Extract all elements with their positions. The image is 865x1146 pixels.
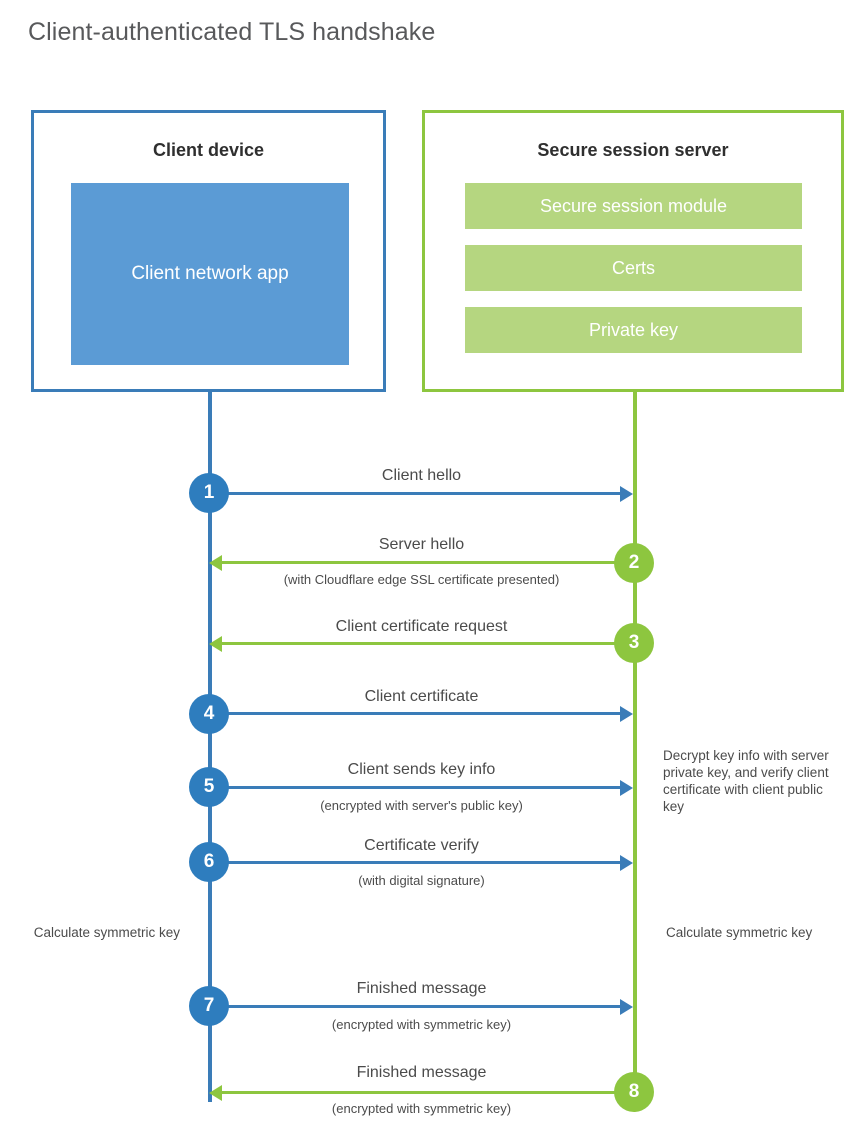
message-6-sublabel: (with digital signature) <box>358 873 485 888</box>
secure-session-server-title: Secure session server <box>537 140 729 160</box>
message-8-sublabel: (encrypted with symmetric key) <box>331 1101 512 1116</box>
message-8-arrowhead-icon <box>209 1085 222 1101</box>
step-badge-1: 1 <box>189 473 229 513</box>
message-4-arrowhead-icon <box>620 706 633 722</box>
client-device-box: Client device Client network app <box>31 110 386 392</box>
message-6-arrowhead-icon <box>620 855 633 871</box>
server-module-certs: Certs <box>465 245 802 291</box>
message-8-line <box>222 1091 633 1094</box>
message-3-label: Client certificate request <box>335 618 508 635</box>
server-lifeline <box>633 392 637 1094</box>
message-2-label: Server hello <box>378 536 465 553</box>
step-badge-7: 7 <box>189 986 229 1026</box>
server-module-private-key: Private key <box>465 307 802 353</box>
page-title: Client-authenticated TLS handshake <box>28 18 436 46</box>
message-4-line <box>210 712 622 715</box>
message-7-sublabel: (encrypted with symmetric key) <box>331 1017 512 1032</box>
message-6-label: Certificate verify <box>364 837 479 854</box>
message-5-sublabel: (encrypted with server's public key) <box>320 798 523 813</box>
step-badge-8: 8 <box>614 1072 654 1112</box>
message-7-line <box>210 1005 622 1008</box>
step-badge-4: 4 <box>189 694 229 734</box>
message-7-label: Finished message <box>356 980 487 997</box>
step-badge-5: 5 <box>189 767 229 807</box>
message-5-arrowhead-icon <box>620 780 633 796</box>
message-8-label: Finished message <box>356 1064 487 1081</box>
step-badge-6: 6 <box>189 842 229 882</box>
server-module-secure-session-module: Secure session module <box>465 183 802 229</box>
client-network-app-block: Client network app <box>71 183 349 365</box>
message-3-arrowhead-icon <box>209 636 222 652</box>
message-2-line <box>222 561 633 564</box>
message-5-line <box>210 786 622 789</box>
message-1-arrowhead-icon <box>620 486 633 502</box>
message-4-label: Client certificate <box>364 688 479 705</box>
message-1-line <box>210 492 622 495</box>
message-1-label: Client hello <box>381 467 462 484</box>
message-3-line <box>222 642 633 645</box>
client-device-title: Client device <box>152 140 265 160</box>
message-2-sublabel: (with Cloudflare edge SSL certificate pr… <box>283 572 560 587</box>
note-client-calculate-symmetric-key: Calculate symmetric key <box>33 925 180 940</box>
secure-session-server-box: Secure session server Secure session mod… <box>422 110 844 392</box>
note-server-calculate-symmetric-key: Calculate symmetric key <box>666 925 813 940</box>
step-badge-3: 3 <box>614 623 654 663</box>
client-lifeline <box>208 392 212 1102</box>
step-badge-2: 2 <box>614 543 654 583</box>
note-server-decrypt: Decrypt key info with server private key… <box>663 748 829 814</box>
message-6-line <box>210 861 622 864</box>
message-7-arrowhead-icon <box>620 999 633 1015</box>
message-5-label: Client sends key info <box>347 761 496 778</box>
message-2-arrowhead-icon <box>209 555 222 571</box>
